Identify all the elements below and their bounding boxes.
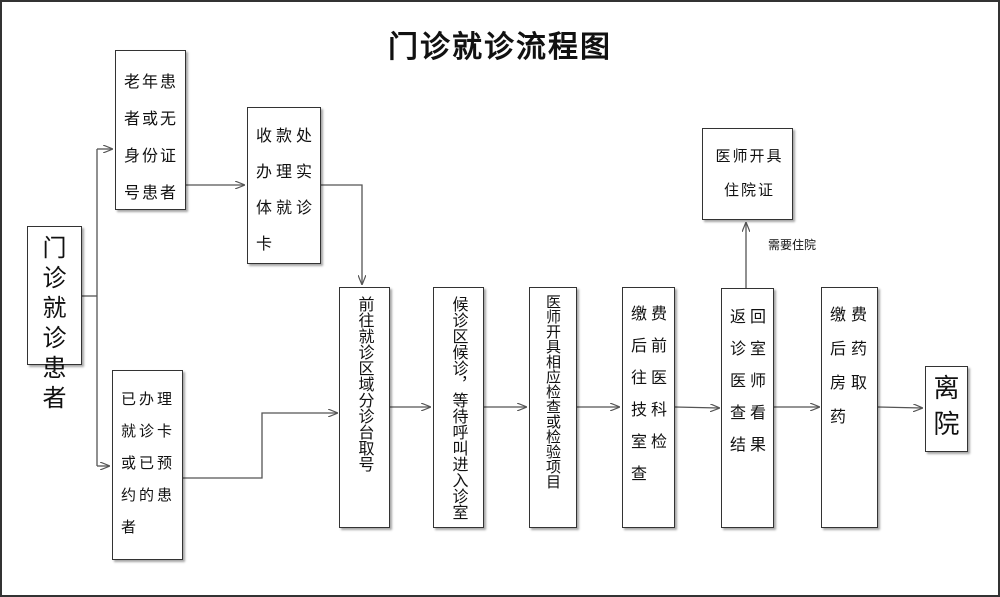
node-patient: 门诊就诊患者 xyxy=(27,226,82,412)
edge-label-need-admission: 需要住院 xyxy=(768,238,817,252)
node-cashier: 收款处办理实体就诊卡 xyxy=(247,107,321,264)
node-registered-patient: 已办理就诊卡或已预约的患者 xyxy=(112,370,183,560)
node-triage: 前往就诊区域分诊台取号 xyxy=(339,287,390,528)
node-pharmacy: 缴费后药房取药 xyxy=(821,287,878,528)
edge-pharmacy-to-leave xyxy=(877,407,922,408)
node-admission-text: 医师开具住院证 xyxy=(715,147,784,199)
node-elderly-patient-text: 老年患者或无身份证号患者 xyxy=(124,72,179,202)
node-doctor-order: 医师开具相应检查或检验项目 xyxy=(529,287,577,528)
edge-cashier-to-triage xyxy=(321,184,362,284)
node-pay-exam: 缴费后前往医技科室检查 xyxy=(622,287,675,528)
node-admission: 医师开具住院证 xyxy=(702,128,793,220)
node-return-clinic: 返回诊室医师查看结果 xyxy=(721,288,774,528)
node-leave-text: 离院 xyxy=(933,374,960,440)
diagram-title: 门诊就诊流程图 xyxy=(388,30,612,65)
node-leave: 离院 xyxy=(925,366,968,452)
node-patient-text: 门诊就诊患者 xyxy=(42,234,67,412)
node-pharmacy-text: 缴费后药房取药 xyxy=(830,305,873,426)
edge-pay-to-return xyxy=(674,407,719,408)
node-doctor-order-text: 医师开具相应检查或检验项目 xyxy=(544,294,562,489)
node-registered-patient-text: 已办理就诊卡或已预约的患者 xyxy=(121,390,176,536)
node-waiting: 候诊区候诊，等待呼叫进入诊室 xyxy=(433,287,484,528)
node-cashier-text: 收款处办理实体就诊卡 xyxy=(256,126,317,253)
node-pay-exam-text: 缴费后前往医技科室检查 xyxy=(631,304,672,483)
node-return-clinic-text: 返回诊室医师查看结果 xyxy=(730,307,771,454)
node-waiting-text: 候诊区候诊，等待呼叫进入诊室 xyxy=(449,296,469,520)
node-elderly-patient: 老年患者或无身份证号患者 xyxy=(115,50,186,210)
edge-registered-to-triage xyxy=(183,413,337,479)
node-triage-text: 前往就诊区域分诊台取号 xyxy=(355,296,375,472)
